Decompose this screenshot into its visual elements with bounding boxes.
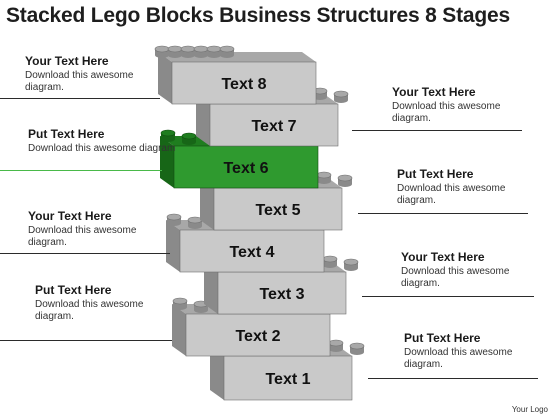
logo-text: Your Logo	[511, 405, 548, 414]
callout-right-4: Put Text Here Download this awesome diag…	[404, 331, 554, 371]
callout-heading: Put Text Here	[397, 167, 474, 181]
callout-left-4: Put Text Here Download this awesome diag…	[35, 283, 185, 323]
callout-body: Download this awesome diagram.	[35, 299, 144, 322]
callout-left-1: Your Text Here Download this awesome dia…	[25, 54, 175, 94]
block-label: Text 1	[265, 371, 310, 388]
block-label: Text 8	[221, 76, 266, 93]
callout-line	[352, 130, 522, 131]
block-label: Text 5	[255, 202, 300, 219]
block-label: Text 6	[223, 160, 268, 177]
block-label: Text 4	[229, 244, 274, 261]
callout-heading: Put Text Here	[35, 283, 112, 297]
callout-line	[0, 340, 172, 341]
callout-heading: Put Text Here	[28, 127, 105, 141]
callout-left-3: Your Text Here Download this awesome dia…	[28, 209, 178, 249]
callout-body: Download this awesome diagram.	[25, 70, 134, 93]
block-label: Text 2	[235, 328, 280, 345]
callout-right-2: Put Text Here Download this awesome diag…	[397, 167, 547, 207]
page-title: Stacked Lego Blocks Business Structures …	[6, 4, 510, 27]
callout-line	[0, 253, 170, 254]
callout-right-1: Your Text Here Download this awesome dia…	[392, 85, 542, 125]
callout-body: Download this awesome diagram.	[401, 266, 510, 289]
callout-heading: Your Text Here	[392, 85, 476, 99]
lego-block-8: Text 8	[154, 45, 317, 105]
callout-heading: Your Text Here	[25, 54, 109, 68]
callout-line-highlight	[0, 170, 162, 171]
callout-line	[362, 296, 534, 297]
callout-body: Download this awesome diagram.	[28, 225, 137, 248]
callout-left-2: Put Text Here Download this awesome diag…	[28, 127, 178, 155]
callout-heading: Put Text Here	[404, 331, 481, 345]
callout-line	[0, 98, 160, 99]
callout-line	[358, 213, 528, 214]
callout-right-3: Your Text Here Download this awesome dia…	[401, 250, 551, 290]
block-label: Text 7	[251, 118, 296, 135]
block-label: Text 3	[259, 286, 304, 303]
callout-body: Download this awesome diagram.	[397, 183, 506, 206]
callout-body: Download this awesome diagram.	[404, 347, 513, 370]
callout-body: Download this awesome diagram.	[392, 101, 501, 124]
callout-heading: Your Text Here	[401, 250, 485, 264]
callout-heading: Your Text Here	[28, 209, 112, 223]
callout-line	[368, 378, 538, 379]
callout-body: Download this awesome diagram	[28, 143, 176, 154]
